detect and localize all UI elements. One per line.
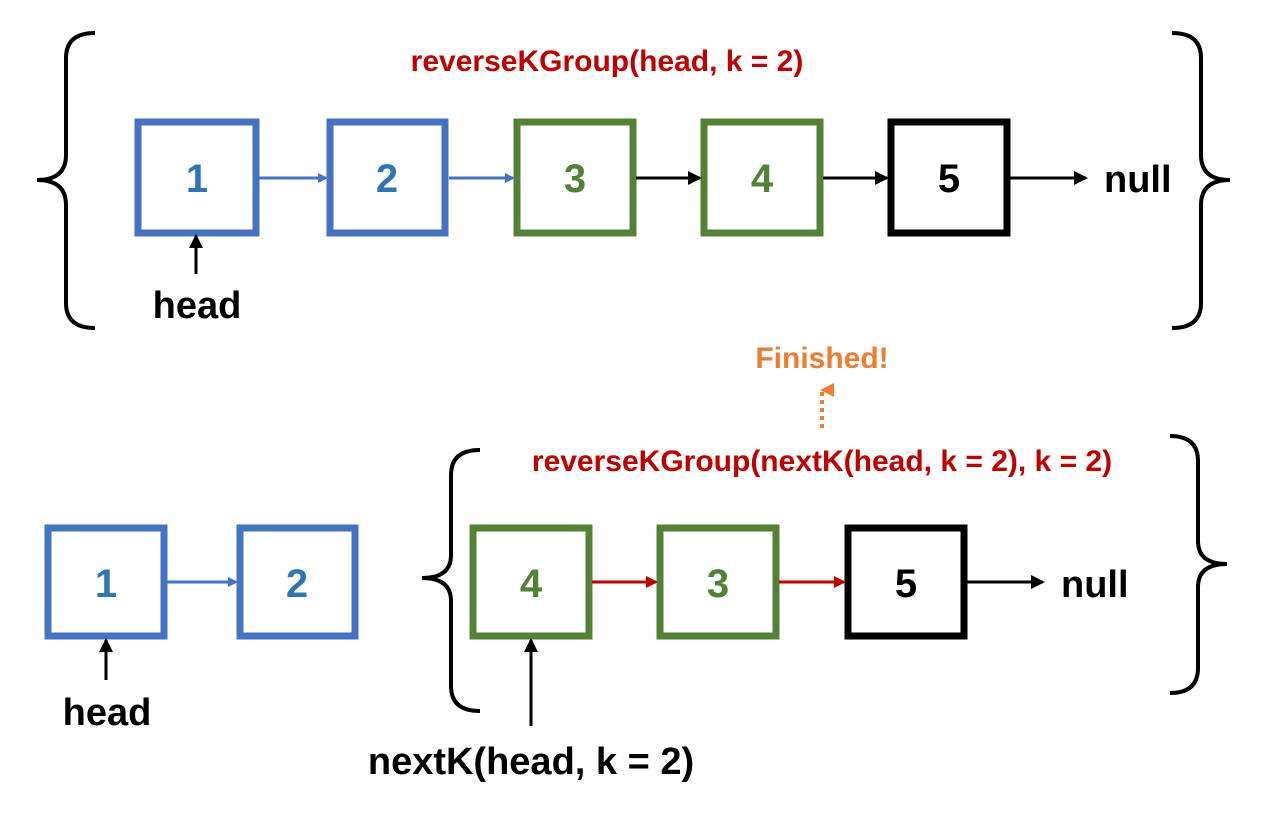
top-node-3-value: 3 — [564, 157, 586, 201]
bottom-left-node-2-value: 2 — [286, 562, 308, 606]
bottom-right-node-4-box — [469, 524, 593, 640]
top-node-2-value: 2 — [376, 157, 398, 201]
top-node-2-box — [326, 118, 449, 237]
top-head-label: head — [153, 285, 242, 327]
top-null-label: null — [1104, 159, 1172, 201]
top-node-5-value: 5 — [938, 157, 960, 201]
bottom-nextk-label: nextK(head, k = 2) — [368, 741, 694, 783]
top-node-4-box — [700, 118, 824, 237]
top-call-label: reverseKGroup(head, k = 2) — [411, 45, 804, 78]
bottom-left-brace — [421, 448, 481, 713]
top-left-brace — [36, 31, 96, 330]
bottom-right-node-3-value: 3 — [707, 562, 729, 606]
bottom-left-node-2-box — [236, 524, 359, 640]
bottom-right-node-5-box — [844, 524, 968, 640]
bottom-left-node-1-box — [44, 524, 168, 640]
top-node-1-value: 1 — [186, 157, 208, 201]
bottom-right-node-5-value: 5 — [895, 562, 917, 606]
bottom-call-label: reverseKGroup(nextK(head, k = 2), k = 2) — [532, 445, 1112, 478]
finished-label: Finished! — [755, 342, 888, 375]
bottom-right-node-3-box — [656, 524, 780, 640]
bottom-left-node-1-value: 1 — [95, 562, 117, 606]
top-right-brace — [1171, 31, 1231, 330]
bottom-section: 1 2 head reverseKGroup(nextK(head, k = 2… — [44, 434, 1228, 783]
top-node-3-box — [513, 118, 637, 237]
bottom-head-label: head — [63, 692, 152, 734]
bottom-null-label: null — [1061, 564, 1129, 606]
top-section: reverseKGroup(head, k = 2) 1 2 3 4 5 nul… — [36, 31, 1231, 330]
bottom-right-brace — [1169, 434, 1228, 695]
bottom-right-node-4-value: 4 — [520, 562, 543, 606]
top-node-5-box — [887, 118, 1011, 237]
top-node-4-value: 4 — [751, 157, 774, 201]
top-node-1-box — [134, 118, 260, 237]
